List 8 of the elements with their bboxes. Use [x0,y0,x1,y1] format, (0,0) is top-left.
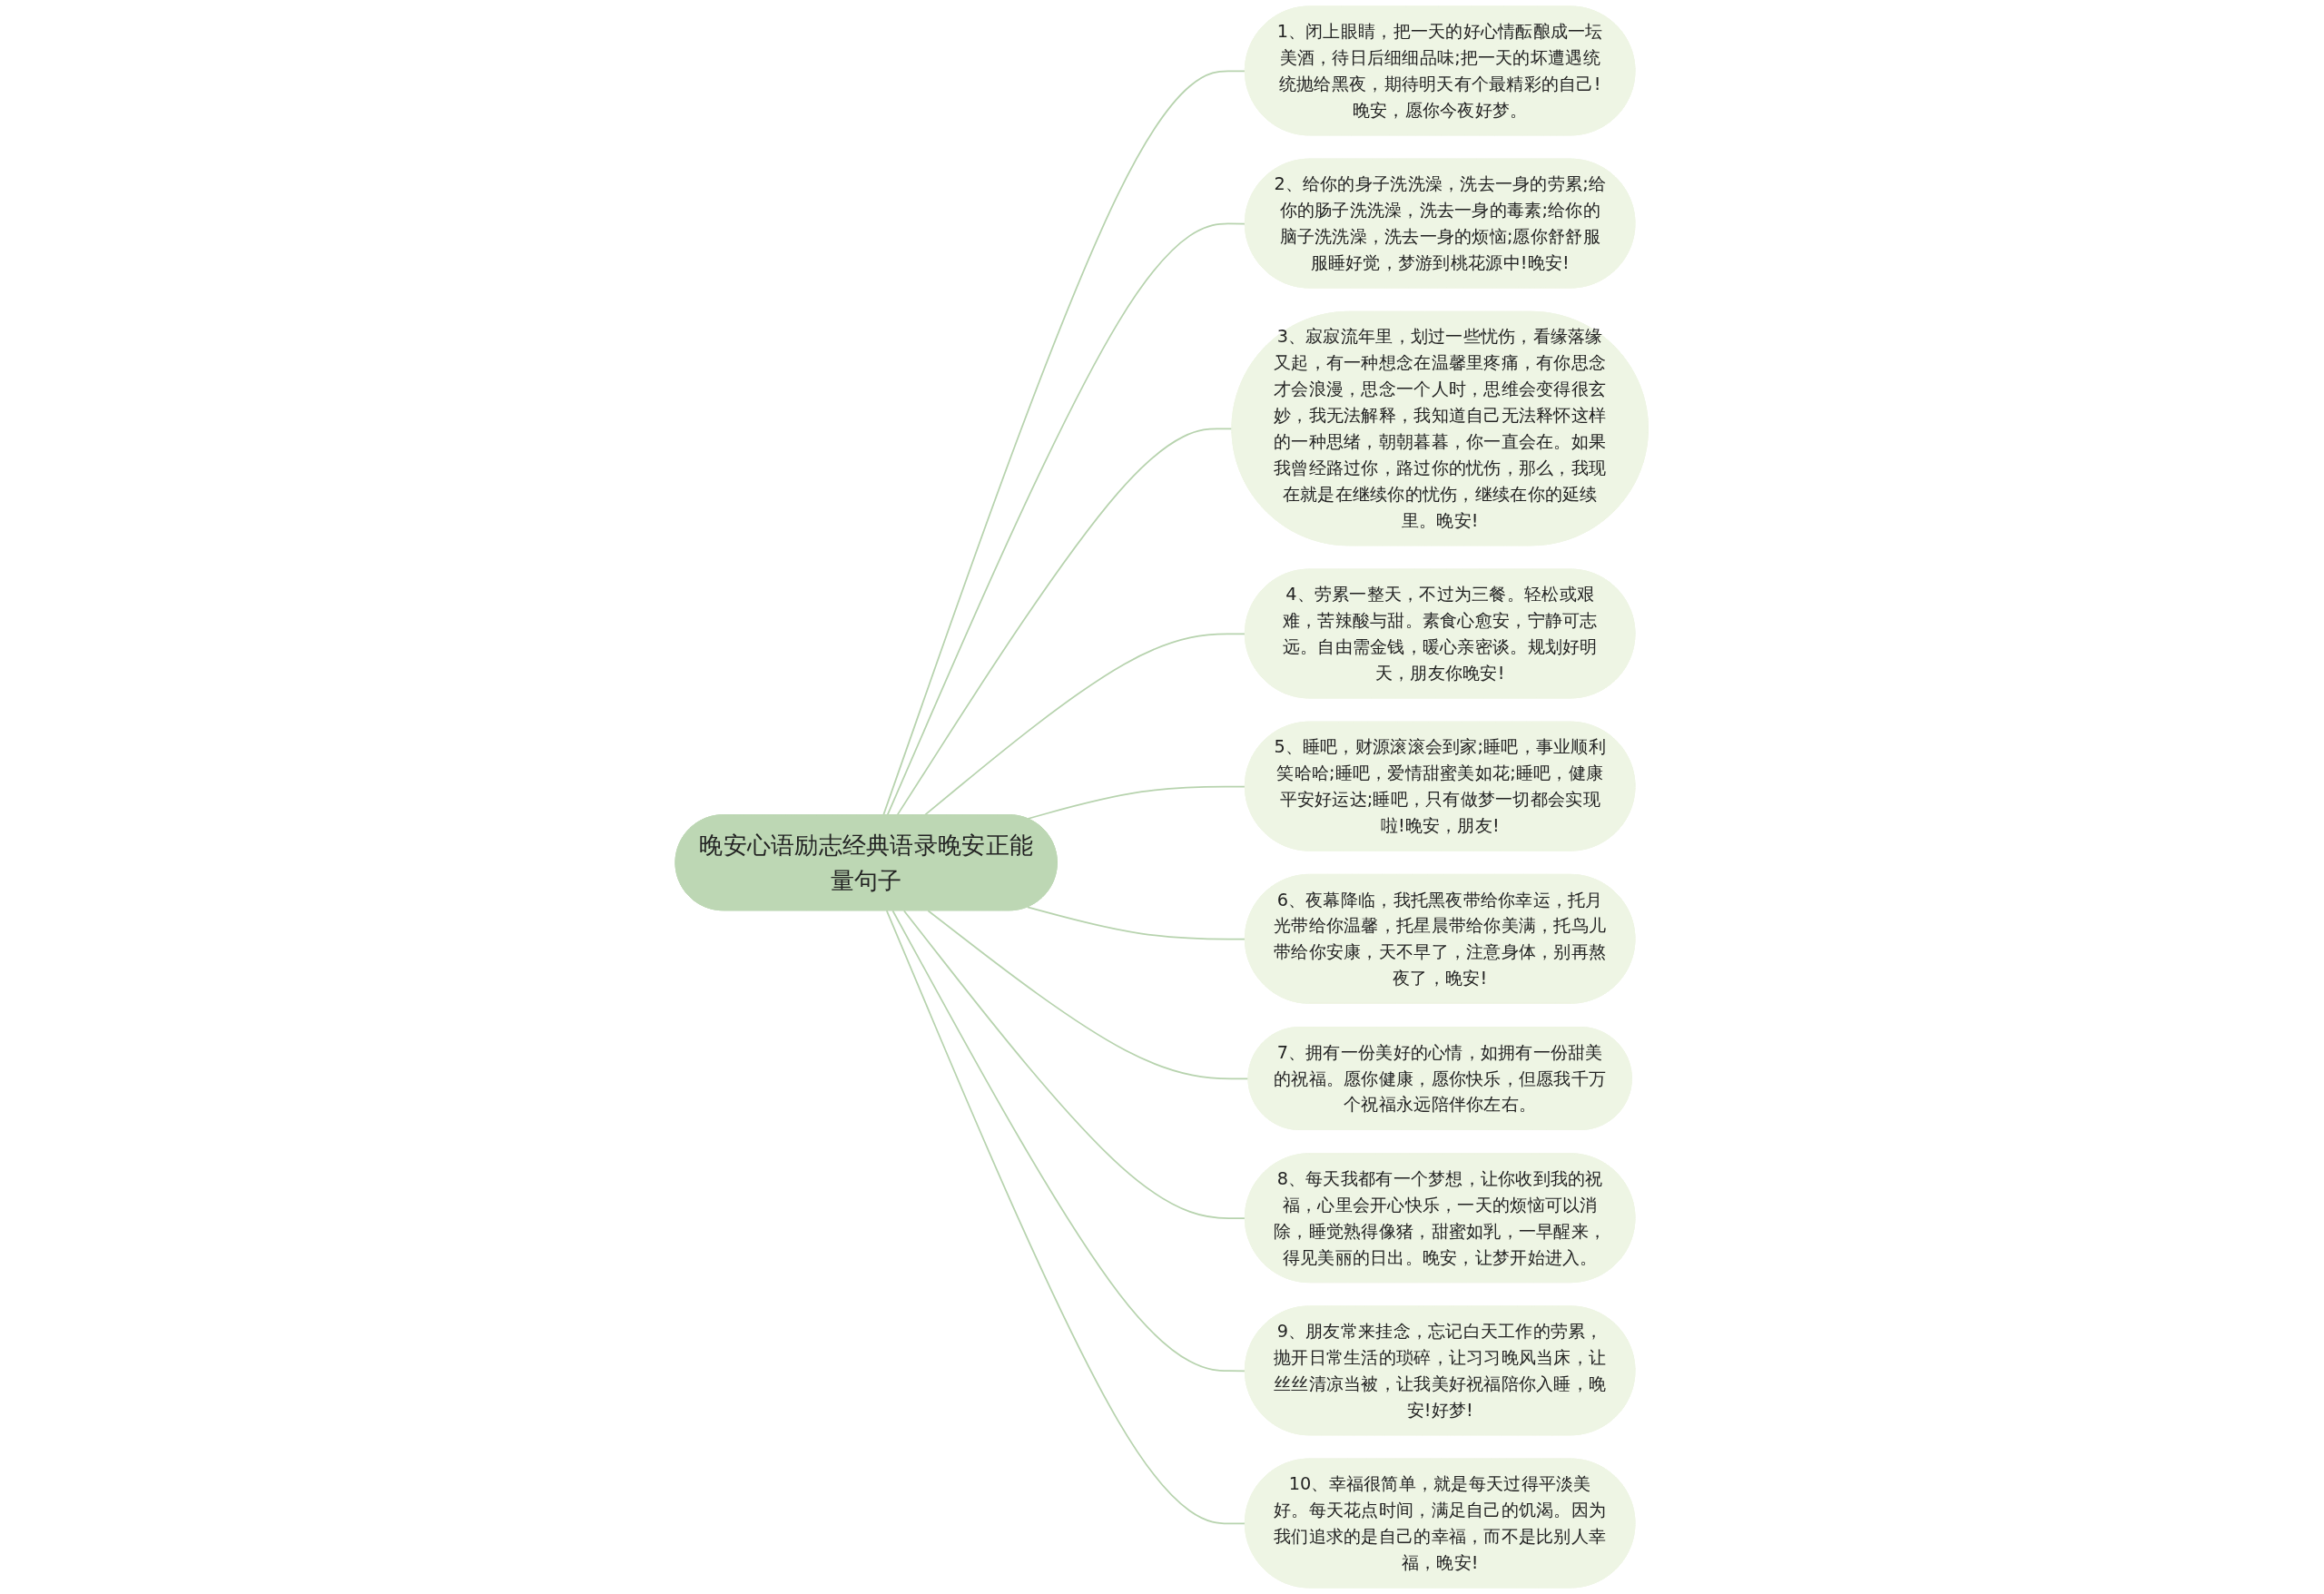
connector [927,910,1250,1080]
connector [886,222,1247,816]
connector [886,910,1247,1525]
connector [882,70,1247,816]
connector [923,633,1247,816]
connector [891,910,1247,1373]
connector [1027,785,1247,820]
connector [896,428,1234,816]
